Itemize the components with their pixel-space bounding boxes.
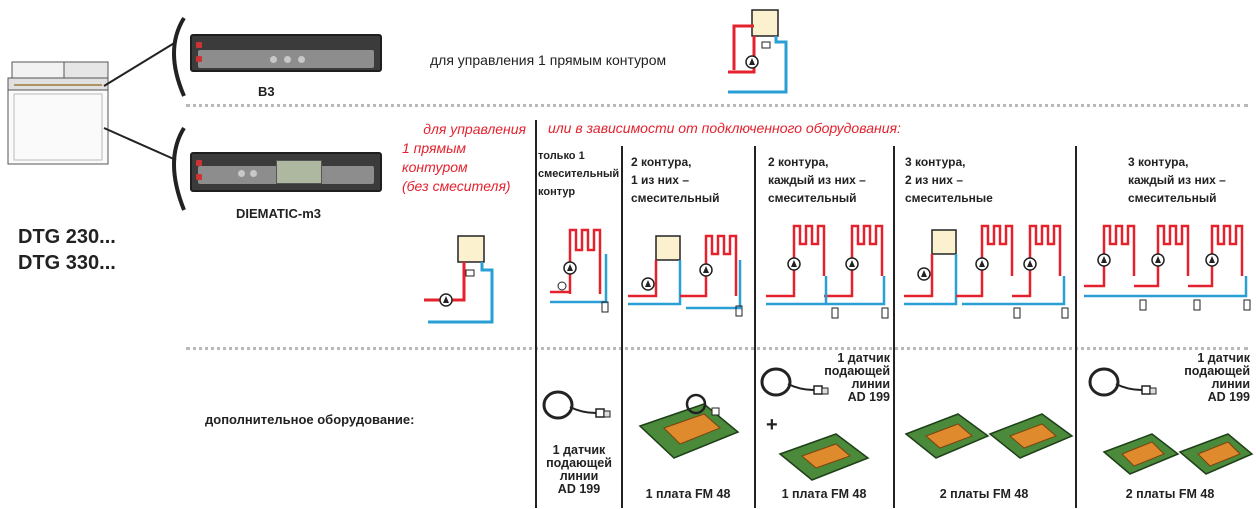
sensor-icon-col5: [1088, 367, 1157, 397]
board-icon-col4b: [988, 413, 1074, 459]
sensor-icon-col3: [760, 367, 829, 397]
boiler-model-2: DTG 330...: [18, 252, 116, 274]
option-head-4: 3 контура,2 из них –смесительные: [905, 155, 993, 205]
accessory-caption-2: 1 плата FM 48: [645, 487, 731, 501]
scheme-option-1: [550, 228, 609, 313]
scheme-option-5: [1084, 224, 1251, 311]
connector-lines: [103, 16, 186, 211]
column-divider-1: [621, 146, 623, 508]
accessories-label: дополнительное оборудование:: [205, 412, 415, 427]
diematic-label: DIEMATIC-m3: [236, 206, 321, 221]
column-divider-main: [535, 120, 537, 508]
boiler-illustration: [7, 61, 109, 165]
b3-control-panel: [190, 34, 382, 72]
accessory-caption-4: 2 платы FM 48: [939, 487, 1029, 501]
scheme-option-3: [766, 224, 889, 319]
plus-sign: +: [766, 414, 778, 436]
column-divider-3: [893, 146, 895, 508]
divider-accessories: [186, 347, 1248, 350]
scheme-b3-direct: [728, 9, 788, 94]
accessory-caption-5: 2 платы FM 48: [1125, 487, 1215, 501]
option-head-5: 3 контура,каждый из них –смесительный: [1128, 155, 1226, 205]
direct-circuit-note: для управления 1 прямым контуром (без см…: [402, 121, 526, 194]
option-head-2: 2 контура,1 из них –смесительный: [631, 155, 720, 205]
diematic-control-panel: [190, 152, 382, 192]
dependent-header: или в зависимости от подключенного обору…: [548, 120, 901, 136]
option-head-3: 2 контура,каждый из них –смесительный: [768, 155, 866, 205]
boiler-model-1: DTG 230...: [18, 226, 116, 248]
board-icon-col2: [638, 393, 740, 459]
divider-top: [186, 104, 1248, 107]
board-icon-col5b: [1178, 433, 1254, 475]
accessory-caption-3: 1 плата FM 48: [781, 487, 867, 501]
board-icon-col4a: [904, 413, 990, 459]
sensor-icon-col1: [542, 390, 611, 420]
column-divider-4: [1075, 146, 1077, 508]
scheme-option-2: [628, 234, 743, 317]
b3-label: B3: [258, 84, 275, 99]
board-icon-col3: [778, 433, 870, 481]
scheme-option-4: [904, 224, 1069, 319]
board-icon-col5a: [1102, 433, 1180, 475]
b3-description: для управления 1 прямым контуром: [430, 52, 667, 68]
column-divider-2: [754, 146, 756, 508]
scheme-direct-no-mixer: [424, 235, 494, 324]
